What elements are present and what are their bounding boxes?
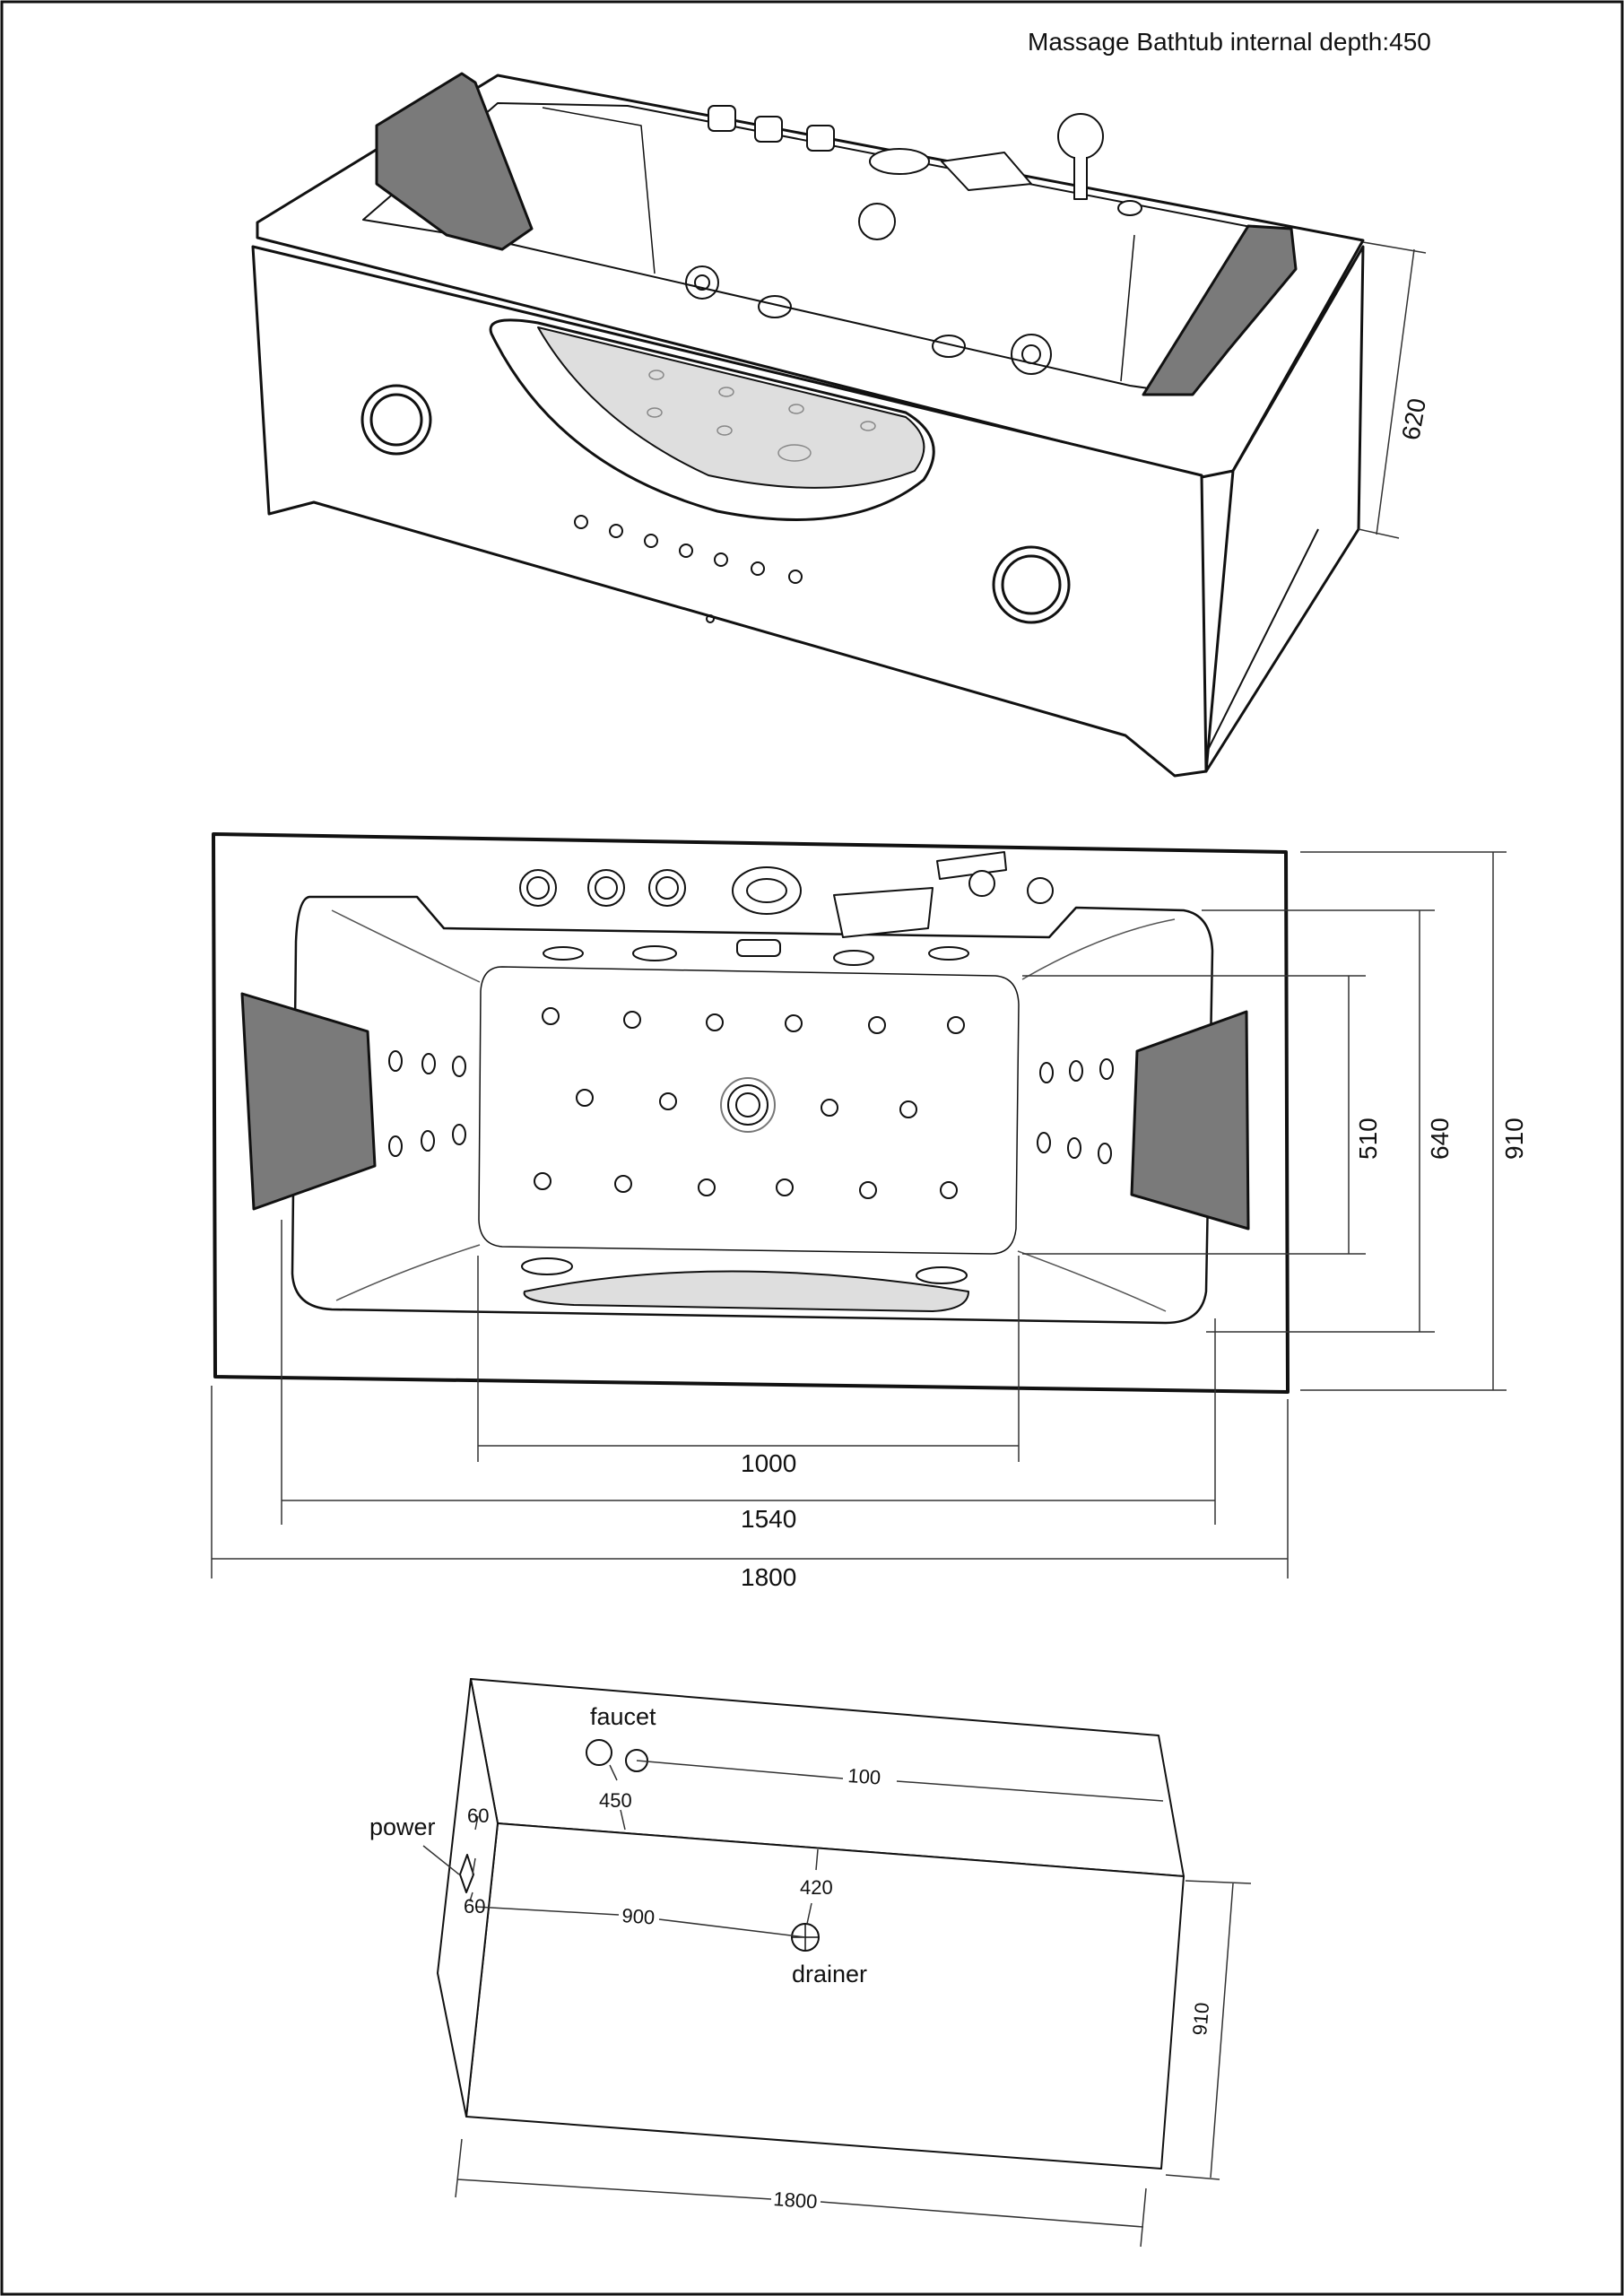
installation-view: [422, 1678, 1252, 2248]
perspective-pillow-right: [1142, 224, 1298, 396]
faucet-label: faucet: [590, 1703, 656, 1730]
plan-pillow-left: [240, 992, 377, 1211]
dim-power-to-drain: 900: [621, 1904, 656, 1929]
dim-faucet-height: 450: [599, 1789, 632, 1812]
power-label: power: [369, 1813, 436, 1840]
dim-power-bottom: 60: [464, 1895, 485, 1918]
plan-view: [211, 832, 1507, 1578]
plan-pillow-right: [1130, 1010, 1250, 1231]
plan-depth-inner: 510: [1354, 1118, 1382, 1160]
dim-depth: 910: [1188, 2002, 1213, 2037]
perspective-pillow-left: [375, 72, 534, 251]
plan-depth-mid: 640: [1426, 1118, 1454, 1160]
perspective-height-label: 620: [1396, 396, 1431, 442]
dim-length: 1800: [773, 2187, 819, 2213]
dim-faucet-offset: 100: [847, 1764, 881, 1789]
plan-width-outer: 1800: [741, 1563, 796, 1591]
drawing-title: Massage Bathtub internal depth:450: [1028, 28, 1431, 56]
plan-depth-outer: 910: [1500, 1118, 1528, 1160]
plan-width-mid: 1540: [741, 1505, 796, 1533]
drainer-label: drainer: [792, 1961, 867, 1987]
dim-drain-offset: 420: [800, 1876, 833, 1899]
dim-power-top: 60: [467, 1805, 489, 1827]
perspective-view: [251, 72, 1427, 778]
plan-width-inner: 1000: [741, 1449, 796, 1477]
